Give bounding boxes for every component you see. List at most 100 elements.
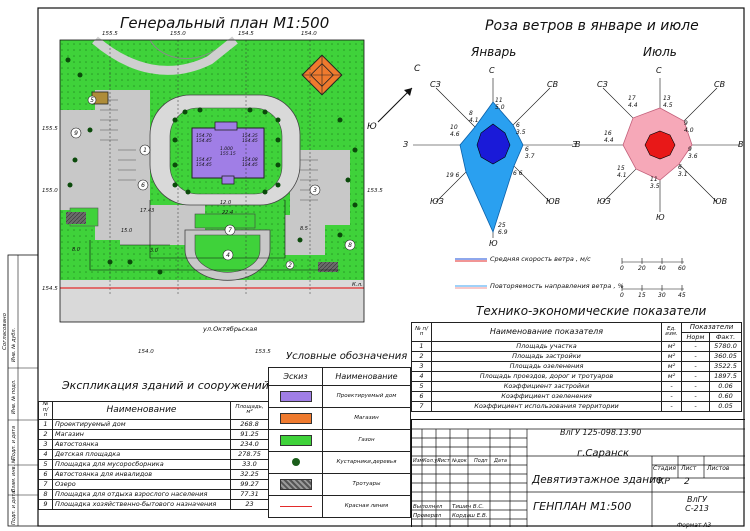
tep-header-group: Показатели [680,322,743,333]
stage-label: Стадия [653,465,677,472]
legend-table: Эскиз Наименование Проектируемый дом Маг… [268,367,411,518]
performed-label: Выполнил [413,504,443,510]
jul-value-label: 13 4.5 [663,95,673,109]
svg-text:2: 2 [288,262,292,269]
grid-label: 155.0 [170,31,186,37]
grid-label: 153.5 [367,188,383,194]
svg-text:5: 5 [90,97,94,104]
jul-dir-se: ЮВ [713,197,728,206]
cell: 6 [38,468,53,480]
sheet-label: Лист [681,465,697,472]
expl-header-name: Наименование [52,401,231,420]
grid-label: 154.5 [238,31,254,37]
cell: 0.05 [708,401,743,412]
cell: Площадь застройки [431,351,662,362]
cell: Озеро [52,478,231,490]
title-block-grid [412,428,745,527]
cell: Коэффициент застройки [431,381,662,392]
side-stamp-label: Инв. № подл. [11,379,17,415]
house-mark: 154.35 154.45 [242,134,258,144]
stamp-org: ВлГУ С-213 [685,495,709,513]
dim-label: 17.43 [140,208,155,214]
cell: 23 [230,498,269,510]
wind-rose-january [413,78,573,238]
house-mark: 154.47 154.45 [196,158,212,168]
cell: 9 [38,498,53,510]
cell: Автостоянка [52,438,231,450]
jan-dir-se: ЮВ [546,197,561,206]
cell: - [681,341,710,352]
legend-header-sketch: Эскиз [268,367,323,386]
jan-value-label: 6 3.7 [525,146,535,160]
table-row: Красная линия [268,495,411,518]
cell: Газон [322,429,411,452]
scale-tick: 15 [638,292,646,299]
jan-value-label: 8 4.1 [469,110,479,124]
grid-label: 153.5 [255,349,271,355]
jul-value-label: 15 4.1 [617,165,627,179]
cell: Магазин [322,407,411,430]
tep-title: Технико-экономические показатели [476,304,707,318]
scale-tick: 60 [678,265,686,272]
jan-value-label: 11 5.0 [495,97,505,111]
checked-value: Кордаш Е.В. [452,513,488,519]
legend-title: Условные обозначения [286,351,408,362]
street-road [60,280,364,322]
red-line-symbol-icon [279,505,312,507]
cell: 7 [411,401,432,412]
grid-label: 155.0 [42,188,58,194]
cell: 5 [38,458,53,470]
sheets-label: Листов [707,465,730,472]
jul-value-label: 16 4.4 [604,130,614,144]
scale-tick: 45 [678,292,686,299]
shop-swatch-icon [279,413,312,424]
grid-label: 155.5 [42,126,58,132]
grid-label: 155.5 [102,31,118,37]
jan-value-label: 6 6 [513,170,523,177]
title-block [411,419,745,527]
cell: Кустарники,деревья [322,451,411,474]
cell: - [681,401,710,412]
side-stamp-label: Согласовано [2,313,8,350]
change-header: №док [452,458,467,464]
cell: 234.0 [230,438,269,450]
cell: 99.27 [230,478,269,490]
cell: - [661,381,682,392]
svg-text:1: 1 [143,147,147,154]
dim-label: 12.0 [220,200,232,206]
grid-label: 154.0 [301,31,317,37]
table-row: Тротуары [268,473,411,496]
tep-header-name: Наименование показателя [431,322,662,342]
stamp-building: Девятиэтажное здание [532,474,663,486]
cell: - [681,381,710,392]
cell: 32.25 [230,468,269,480]
house-mark: 154.70 154.45 [196,134,212,144]
jul-dir-sw: ЮЗ [597,197,611,206]
change-header: Лист [437,458,450,464]
cell: 278.75 [230,448,269,460]
compass-south-label: Ю [367,122,377,132]
side-stamp-label: Инв. № дубл. [11,327,17,362]
svg-text:9: 9 [74,130,78,137]
jul-dir-nw: СЗ [597,80,608,89]
expl-header-area: Площадь, м² [230,401,269,420]
speed-legend-label: Средняя скорость ветра , м/с [490,255,591,263]
shop [301,54,343,96]
cell: 7 [38,478,53,490]
house-mark: 154.08 154.45 [242,158,258,168]
tep-header-fact: Факт. [708,332,743,342]
january-title: Январь [471,45,517,59]
